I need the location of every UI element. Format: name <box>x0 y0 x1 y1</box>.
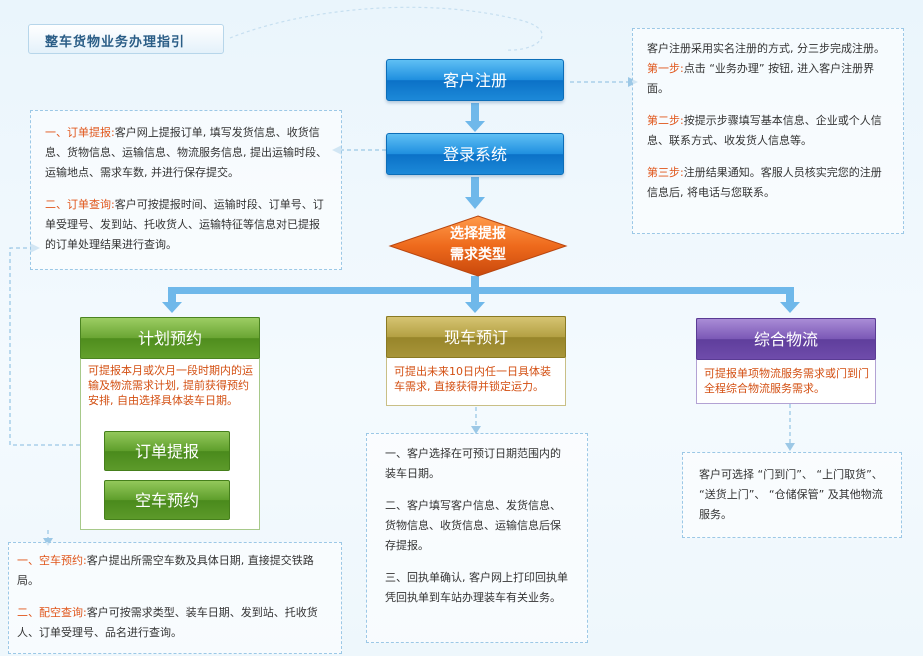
order-info-box: 一、订单提报:客户网上提报订单, 填写发货信息、收货信息、货物信息、运输信息、物… <box>30 110 342 270</box>
logistics-info-box: 客户可选择 “门到门”、 “上门取货”、 “送货上门”、 “仓储保管” 及其他物… <box>682 452 902 538</box>
plan-category-desc: 可提报本月或次月一段时期内的运输及物流需求计划, 提前获得预约安排, 自由选择具… <box>88 364 253 407</box>
order-item1-text: 客户网上提报订单, 填写发货信息、收货信息、货物信息、运输信息、物流服务信息, … <box>45 126 327 179</box>
choose-type-line2: 需求类型 <box>450 247 506 263</box>
choose-type-line1: 选择提报 <box>450 226 506 242</box>
empty-item1-label: 一、空车预约: <box>17 554 87 567</box>
plan-category-header[interactable]: 计划预约 <box>80 317 260 359</box>
step2-label: 第二步: <box>647 114 684 127</box>
page-title: 整车货物业务办理指引 <box>45 35 186 50</box>
now-category-desc: 可提出未来10日内任一日具体装车需求, 直接获得并锁定运力。 <box>394 365 551 393</box>
register-button[interactable]: 客户注册 <box>386 59 564 101</box>
order-submit-button[interactable]: 订单提报 <box>104 431 230 471</box>
now-step2: 二、客户填写客户信息、发货信息、货物信息、收货信息、运输信息后保存提报。 <box>385 499 561 552</box>
order-item2-label: 二、订单查询: <box>45 198 115 211</box>
empty-item2-text: 客户可按需求类型、装车日期、发到站、托收货人、订单受理号、品名进行查询。 <box>17 606 318 639</box>
empty-car-info-box: 一、空车预约:客户提出所需空车数及具体日期, 直接提交铁路局。 二、配空查询:客… <box>8 542 342 654</box>
now-step1: 一、客户选择在可预订日期范围内的装车日期。 <box>385 447 561 480</box>
now-category-header[interactable]: 现车预订 <box>386 316 566 358</box>
now-step3: 三、回执单确认, 客户网上打印回执单凭回执单到车站办理装车有关业务。 <box>385 571 568 604</box>
logistics-info-text: 客户可选择 “门到门”、 “上门取货”、 “送货上门”、 “仓储保管” 及其他物… <box>699 468 883 521</box>
order-item2-text: 客户可按提报时间、运输时段、订单号、订单受理号、发到站、托收货人、运输特征等信息… <box>45 198 324 251</box>
logistics-category-desc: 可提报单项物流服务需求或门到门全程综合物流服务需求。 <box>704 367 869 395</box>
choose-type-label: 选择提报 需求类型 <box>387 224 569 266</box>
register-info-box: 客户注册采用实名注册的方式, 分三步完成注册。 第一步:点击 “业务办理” 按钮… <box>632 28 904 234</box>
order-item1-label: 一、订单提报: <box>45 126 115 139</box>
logistics-category-header[interactable]: 综合物流 <box>696 318 876 360</box>
decorative-curve <box>229 6 543 51</box>
step1-text: 点击 “业务办理” 按钮, 进入客户注册界面。 <box>647 62 875 95</box>
register-intro: 客户注册采用实名注册的方式, 分三步完成注册。 <box>647 42 885 55</box>
empty-car-reserve-button[interactable]: 空车预约 <box>104 480 230 520</box>
step2-text: 按提示步骤填写基本信息、企业或个人信息、联系方式、收发货人信息等。 <box>647 114 882 147</box>
empty-item1-text: 客户提出所需空车数及具体日期, 直接提交铁路局。 <box>17 554 314 587</box>
flow-arrows <box>162 103 800 313</box>
guide-title-tab: 整车货物业务办理指引 <box>28 24 224 54</box>
now-steps-box: 一、客户选择在可预订日期范围内的装车日期。 二、客户填写客户信息、发货信息、货物… <box>366 433 588 643</box>
step3-text: 注册结果通知。客服人员核实完您的注册信息后, 将电话与您联系。 <box>647 166 882 199</box>
login-button[interactable]: 登录系统 <box>386 133 564 175</box>
choose-type-diamond <box>388 215 568 277</box>
step3-label: 第三步: <box>647 166 684 179</box>
empty-item2-label: 二、配空查询: <box>17 606 87 619</box>
step1-label: 第一步: <box>647 62 684 75</box>
